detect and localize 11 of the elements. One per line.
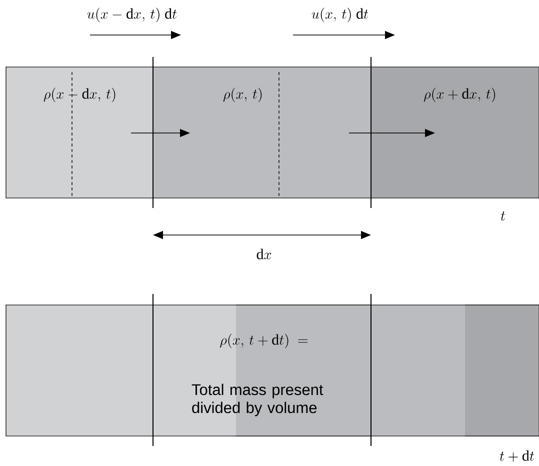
math-label: $u(x,\, t)\ \mathrm{d}t$ [312, 8, 368, 22]
band-box: $\rho(x,\, t)$ [152, 66, 372, 198]
math-label: $t$ [500, 211, 506, 221]
band-box [370, 304, 539, 436]
band-box: $\rho(x+\mathrm{d}x,\, t)$ [370, 66, 539, 198]
math-label: $u(x-\mathrm{d}x,\, t)\ \mathrm{d}t$ [87, 8, 177, 22]
math-label: $\mathrm{d}x$ [256, 248, 272, 260]
band-box: $\rho(x-\mathrm{d}x,\, t)$ [6, 66, 154, 198]
math-label: $t+\mathrm{d}t$ [500, 450, 534, 462]
band-box [6, 304, 154, 436]
band-box: $\rho(x,\, t+\mathrm{d}t)\ =$ Total mass present divided by volume [152, 304, 372, 436]
